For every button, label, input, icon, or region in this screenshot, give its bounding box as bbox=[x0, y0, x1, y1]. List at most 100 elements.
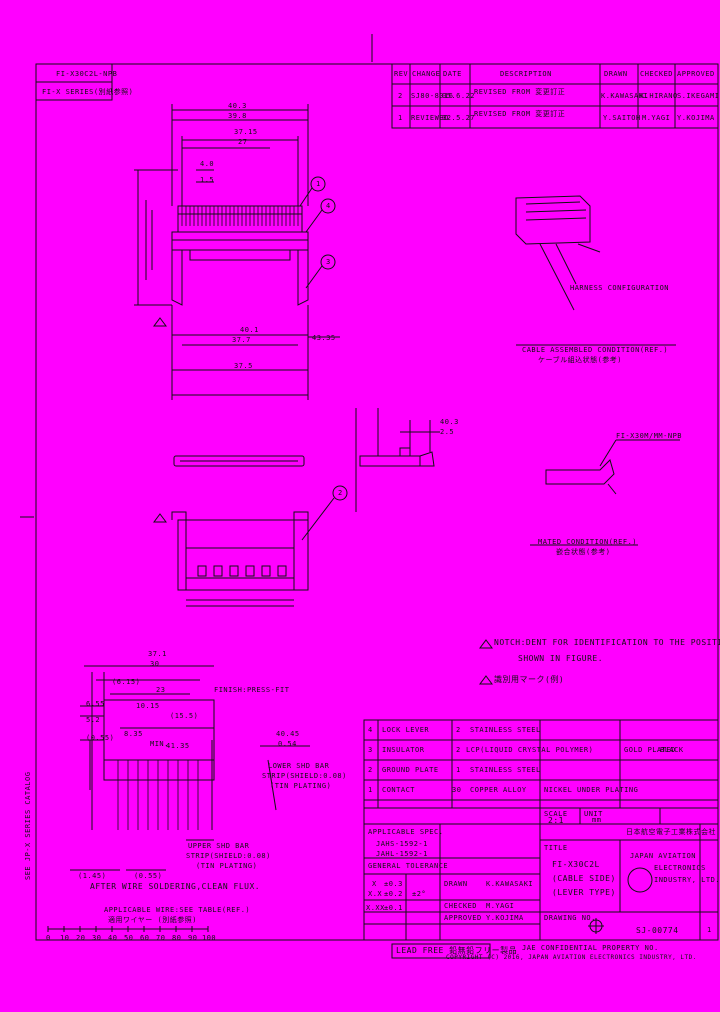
rev-row-cell: Y.KOJIMA bbox=[677, 114, 715, 122]
company-line: JAPAN AVIATION bbox=[630, 852, 697, 860]
dim-label: 5.2 bbox=[86, 716, 101, 724]
dim-label: 37.5 bbox=[234, 362, 253, 370]
side-strip-text: SEE JP-X SERIES CATALOG bbox=[24, 771, 32, 880]
dim-label: 40.3 bbox=[440, 418, 459, 426]
approval-name: M.YAGI bbox=[486, 902, 515, 910]
sheet-no: 1 bbox=[707, 926, 712, 934]
cable-assembled-title-jp: ケーブル組込状態(参考) bbox=[538, 356, 623, 364]
callout-3: 3 bbox=[326, 258, 331, 266]
ruler-label: 70 bbox=[156, 934, 166, 942]
ruler-label: 10 bbox=[60, 934, 70, 942]
ruler-label: 80 bbox=[172, 934, 182, 942]
scale-value: 2:1 bbox=[548, 816, 564, 825]
bom-cell: 30 bbox=[452, 786, 462, 794]
bom-cell: LOCK LEVER bbox=[382, 726, 430, 734]
rev-row-cell: M.YAGI bbox=[642, 114, 671, 122]
dim-label: 40.45 bbox=[276, 730, 300, 738]
drawing-no: SJ-00774 bbox=[636, 926, 679, 935]
dim-label: 27 bbox=[238, 138, 248, 146]
bom-cell: 2 bbox=[456, 746, 461, 754]
approval-name: K.KAWASAKI bbox=[486, 880, 534, 888]
rev-header-drawn: DRAWN bbox=[604, 70, 628, 78]
tol-cell: ±0.1 bbox=[384, 904, 403, 912]
dim-label: (15.5) bbox=[170, 712, 199, 720]
unit-label: UNIT bbox=[584, 810, 603, 818]
ruler-label: 60 bbox=[140, 934, 150, 942]
dim-label: 41.35 bbox=[166, 742, 190, 750]
tolerance-title: GENERAL TOLERANCE bbox=[368, 862, 449, 870]
ruler-label: 50 bbox=[124, 934, 134, 942]
applicable-wire-note-jp: 適用ワイヤー (別紙参照) bbox=[108, 916, 197, 924]
tol-cell: ±0.3 bbox=[384, 880, 403, 888]
approval-role: DRAWN bbox=[444, 880, 468, 888]
harness-ref-label: HARNESS CONFIGURATION bbox=[570, 284, 670, 292]
dim-label: 37.15 bbox=[234, 128, 258, 136]
after-wire-note: AFTER WIRE SOLDERING,CLEAN FLUX. bbox=[90, 882, 261, 891]
rev-row-cell: REVISED FROM 変更訂正 bbox=[474, 110, 566, 118]
dim-label: 2.5 bbox=[440, 428, 455, 436]
lower-bar-plating: (TIN PLATING) bbox=[270, 782, 332, 790]
top-left-code: FI-X30C2L-NPB bbox=[56, 70, 118, 78]
dim-label: 10.15 bbox=[136, 702, 160, 710]
rev-row-cell: K.HIRANO bbox=[640, 92, 678, 100]
lower-bar-spec: STRIP(SHIELD:0.08) bbox=[262, 772, 347, 780]
rev-row-cell: K.KAWASAKI bbox=[601, 92, 649, 100]
bom-finish: BLACK bbox=[660, 746, 684, 754]
rev-row-cell: Y.SAITOH bbox=[603, 114, 641, 122]
tol-cell: X bbox=[372, 880, 377, 888]
dim-label: 39.8 bbox=[228, 112, 247, 120]
rev-row-cell: 02.5.27 bbox=[442, 114, 476, 122]
dim-label: 8.35 bbox=[124, 730, 143, 738]
bom-cell: 2 bbox=[368, 766, 373, 774]
rev-row-cell: REVISED FROM 変更訂正 bbox=[474, 88, 566, 96]
bom-cell: 4 bbox=[368, 726, 373, 734]
company-line: ELECTRONICS bbox=[654, 864, 706, 872]
spec-title: APPLICABLE SPEC. bbox=[368, 828, 444, 836]
finish-label: FINISH:PRESS-FIT bbox=[214, 686, 290, 694]
dim-label: 30 bbox=[150, 660, 160, 668]
bom-cell: 1 bbox=[456, 766, 461, 774]
callout-4: 4 bbox=[326, 202, 331, 210]
dim-label: 40.1 bbox=[240, 326, 259, 334]
rev-row-cell: 2 bbox=[398, 92, 403, 100]
mated-condition-title: MATED CONDITION(REF.) bbox=[538, 538, 638, 546]
callout-2: 2 bbox=[338, 489, 343, 497]
bom-cell: COPPER ALLOY bbox=[470, 786, 527, 794]
dim-label: 37.1 bbox=[148, 650, 167, 658]
ruler-label: 30 bbox=[92, 934, 102, 942]
bom-cell: 2 bbox=[456, 726, 461, 734]
upper-bar-label: UPPER SHD BAR bbox=[188, 842, 250, 850]
upper-bar-plating: (TIN PLATING) bbox=[196, 862, 258, 870]
rev-header-change: CHANGE bbox=[412, 70, 441, 78]
rev-row-cell: S.IKEGAMI bbox=[677, 92, 720, 100]
mated-ref-part: FI-X30M/MM-NPB bbox=[616, 432, 683, 440]
spec-line: JAHS-1592-1 bbox=[376, 840, 428, 848]
rev-header-date: DATE bbox=[443, 70, 462, 78]
spec-line: JAHL-1592-1 bbox=[376, 850, 428, 858]
bom-cell: STAINLESS STEEL bbox=[470, 726, 541, 734]
rev-row-cell: SJ80-8016 bbox=[411, 92, 454, 100]
rev-row-cell: 1 bbox=[398, 114, 403, 122]
dim-label: MIN. bbox=[150, 740, 169, 748]
unit-value: mm bbox=[592, 816, 602, 824]
dim-label: 1.5 bbox=[200, 176, 215, 184]
upper-bar-spec: STRIP(SHIELD:0.08) bbox=[186, 852, 271, 860]
dim-label: 23 bbox=[156, 686, 166, 694]
ruler-label: 40 bbox=[108, 934, 118, 942]
copyright-line2: COPYRIGHT (C) 2016, JAPAN AVIATION ELECT… bbox=[446, 954, 697, 961]
dim-label: (6.15) bbox=[112, 678, 141, 686]
bom-cell: CONTACT bbox=[382, 786, 416, 794]
copyright-line1: JAE CONFIDENTIAL PROPERTY NO. bbox=[522, 944, 659, 952]
notch-note-line2: SHOWN IN FIGURE. bbox=[518, 654, 604, 663]
rev-header-checked: CHECKED bbox=[640, 70, 674, 78]
bom-finish: GOLD PLATED bbox=[624, 746, 676, 754]
drawing-no-label: DRAWING NO. bbox=[544, 914, 596, 922]
ruler-label: 100 bbox=[202, 934, 217, 942]
bom-cell: LCP(LIQUID CRYSTAL POLYMER) bbox=[466, 746, 594, 754]
ruler-label: 20 bbox=[76, 934, 86, 942]
dim-label: 6.55 bbox=[86, 700, 105, 708]
cable-assembled-title: CABLE ASSEMBLED CONDITION(REF.) bbox=[522, 346, 669, 354]
dim-label: (1.45) bbox=[78, 872, 107, 880]
dim-label: 40.3 bbox=[228, 102, 247, 110]
approval-name: Y.KOJIMA bbox=[486, 914, 524, 922]
